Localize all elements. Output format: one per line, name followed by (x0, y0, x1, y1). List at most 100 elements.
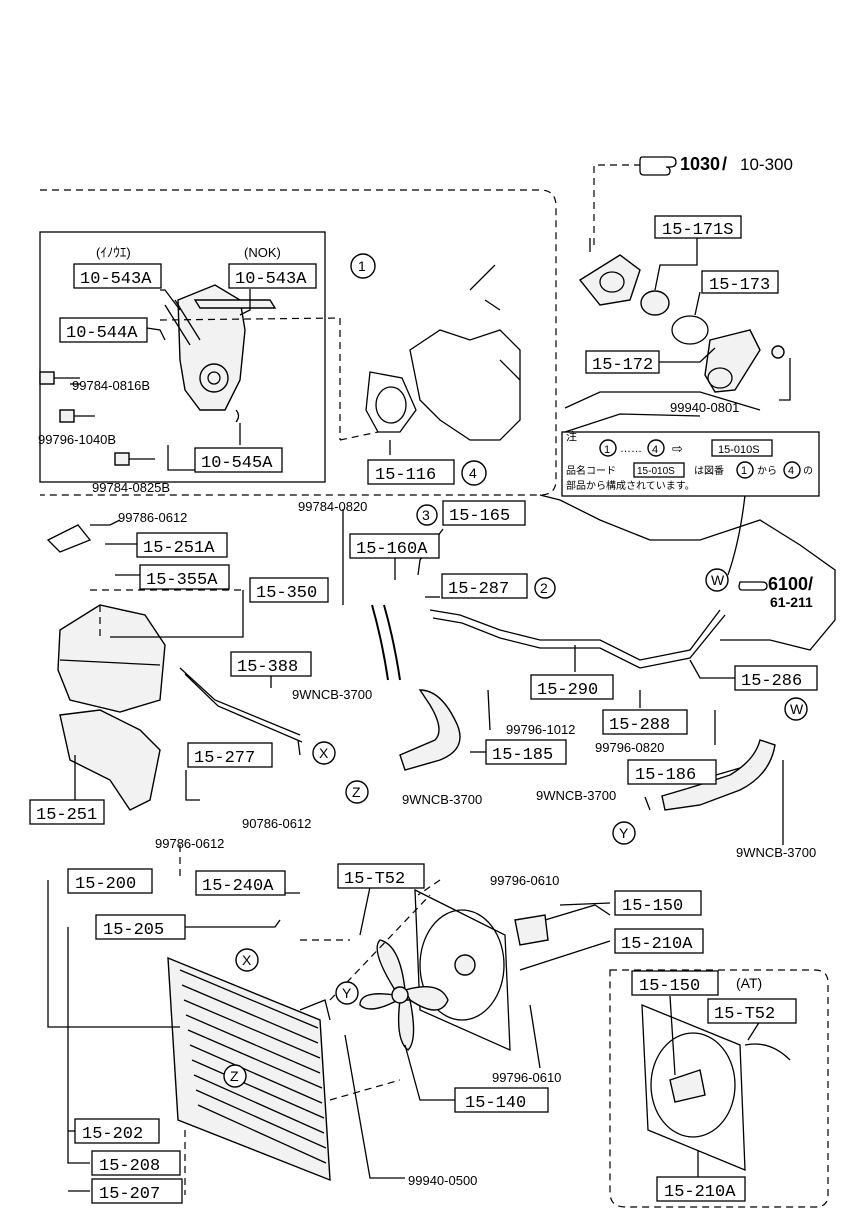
part-box-15-202[interactable]: 15-202 (74, 1118, 160, 1144)
svg-text:15-240A: 15-240A (202, 877, 274, 896)
variant-nok: (NOK) (244, 245, 281, 260)
part-box-15-277[interactable]: 15-277 (187, 742, 273, 768)
part-box-15-200[interactable]: 15-200 (67, 868, 153, 894)
part-box-15-173[interactable]: 15-173 (701, 270, 779, 295)
part-box-15-150-at[interactable]: 15-150 (631, 970, 719, 996)
label-9WNCB-3700-d: 9WNCB-3700 (736, 845, 816, 860)
callout-x-1: X (312, 741, 336, 765)
part-box-15-355A[interactable]: 15-355A (139, 564, 230, 590)
part-box-15-160A[interactable]: 15-160A (349, 533, 440, 559)
reservoir-tank-drawing (46, 524, 303, 811)
part-box-15-T52-at[interactable]: 15-T52 (707, 998, 797, 1024)
part-box-15-287[interactable]: 15-287 (441, 573, 528, 599)
label-99784-0825B: 99784-0825B (92, 480, 170, 495)
part-box-10-543A-nok[interactable]: 10-543A (228, 263, 317, 289)
part-box-15-186[interactable]: 15-186 (627, 759, 717, 785)
svg-text:3: 3 (422, 507, 430, 523)
callout-z-2: Z (223, 1064, 247, 1088)
svg-text:15-165: 15-165 (449, 507, 510, 526)
part-box-15-388[interactable]: 15-388 (230, 651, 312, 677)
label-99940-0500: 99940-0500 (408, 1173, 477, 1188)
variant-ikoi: (ｲﾉｳｴ) (96, 245, 131, 260)
part-box-15-207[interactable]: 15-207 (91, 1178, 183, 1204)
part-box-15-240A[interactable]: 15-240A (195, 870, 286, 896)
svg-text:15-251: 15-251 (36, 806, 97, 825)
part-box-15-185[interactable]: 15-185 (485, 739, 567, 765)
note-line2-d: の (803, 466, 813, 477)
label-99940-0801: 99940-0801 (670, 400, 739, 415)
svg-text:15-287: 15-287 (448, 580, 509, 599)
label-99796-1040B: 99796-1040B (38, 432, 116, 447)
ref2-sub-text: 61-211 (770, 594, 813, 610)
svg-text:15-150: 15-150 (639, 977, 700, 996)
part-box-15-251A[interactable]: 15-251A (136, 532, 228, 558)
part-box-15-172[interactable]: 15-172 (585, 350, 660, 375)
engine-outline (539, 391, 836, 651)
svg-text:15-286: 15-286 (741, 672, 802, 691)
part-box-15-210A-at[interactable]: 15-210A (656, 1176, 746, 1202)
svg-text:10-543A: 10-543A (80, 270, 152, 289)
part-box-15-290[interactable]: 15-290 (530, 674, 614, 700)
pointing-hand-icon (639, 156, 677, 176)
reference-header: 1030 / 10-300 (593, 154, 793, 245)
label-99786-0612-top: 99786-0612 (118, 510, 187, 525)
callout-3: 3 (416, 504, 438, 526)
part-box-10-543A-ikoi[interactable]: 10-543A (73, 263, 162, 289)
svg-text:15-200: 15-200 (75, 875, 136, 894)
ref-main-text: 1030 (680, 154, 720, 174)
svg-text:15-171S: 15-171S (662, 221, 733, 240)
label-9WNCB-3700-b: 9WNCB-3700 (402, 792, 482, 807)
label-99786-0612-bottom: 99786-0612 (155, 836, 224, 851)
part-box-10-544A[interactable]: 10-544A (59, 317, 148, 343)
svg-text:15-355A: 15-355A (146, 571, 218, 590)
svg-text:W: W (711, 572, 725, 588)
note-arrow: ⇨ (672, 441, 683, 456)
svg-text:4: 4 (469, 465, 477, 481)
part-box-15-251[interactable]: 15-251 (29, 799, 105, 825)
part-box-15-T52[interactable]: 15-T52 (337, 863, 425, 889)
svg-text:Y: Y (342, 985, 352, 1001)
label-99796-1012: 99796-1012 (506, 722, 575, 737)
at-fan-section-frame (609, 969, 829, 1208)
part-box-10-545A[interactable]: 10-545A (194, 447, 283, 473)
svg-text:1: 1 (358, 258, 366, 274)
callout-1: 1 (350, 253, 376, 279)
label-99784-0816B: 99784-0816B (72, 378, 150, 393)
svg-text:15-140: 15-140 (465, 1094, 526, 1113)
part-box-15-171S[interactable]: 15-171S (654, 215, 742, 240)
note-line2-c: から (757, 465, 777, 477)
label-9WNCB-3700-c: 9WNCB-3700 (536, 788, 616, 803)
svg-text:15-T52: 15-T52 (714, 1005, 775, 1024)
pointing-hand-icon-2 (738, 581, 768, 591)
part-box-15-208[interactable]: 15-208 (91, 1150, 181, 1176)
callout-y-1: Y (612, 821, 636, 845)
note-range-from: 1 (604, 444, 610, 456)
svg-text:15-208: 15-208 (99, 1157, 160, 1176)
ref-slash: / (722, 154, 727, 174)
part-box-15-205[interactable]: 15-205 (95, 914, 186, 940)
svg-text:15-173: 15-173 (709, 276, 770, 295)
part-code-boxes: 15-171S 15-173 15-172 10-543A 10-543A 10… (29, 215, 818, 1204)
svg-text:X: X (319, 745, 329, 761)
leader-lines (47, 238, 791, 1192)
svg-text:15-207: 15-207 (99, 1185, 160, 1204)
part-box-15-165[interactable]: 15-165 (442, 500, 526, 526)
svg-text:X: X (242, 952, 252, 968)
kit-note-box: 注 1 …… 4 ⇨ 15-010S 品名コード 15-010S は図番 1 か… (561, 429, 820, 497)
part-box-15-350[interactable]: 15-350 (249, 577, 329, 603)
part-box-15-140[interactable]: 15-140 (454, 1087, 549, 1113)
svg-text:15-210A: 15-210A (621, 935, 693, 954)
svg-text:15-350: 15-350 (256, 584, 317, 603)
svg-text:15-251A: 15-251A (143, 539, 215, 558)
svg-text:10-545A: 10-545A (201, 454, 273, 473)
part-box-15-150[interactable]: 15-150 (614, 890, 702, 916)
part-box-15-116[interactable]: 15-116 (367, 459, 455, 485)
svg-text:Z: Z (230, 1068, 239, 1084)
callout-y-2: Y (335, 981, 359, 1005)
svg-text:15-205: 15-205 (103, 921, 164, 940)
part-box-15-210A[interactable]: 15-210A (614, 928, 704, 954)
part-box-15-288[interactable]: 15-288 (602, 709, 688, 735)
fan-shroud-drawing (359, 888, 611, 1052)
svg-text:Y: Y (619, 825, 629, 841)
part-box-15-286[interactable]: 15-286 (734, 665, 818, 691)
